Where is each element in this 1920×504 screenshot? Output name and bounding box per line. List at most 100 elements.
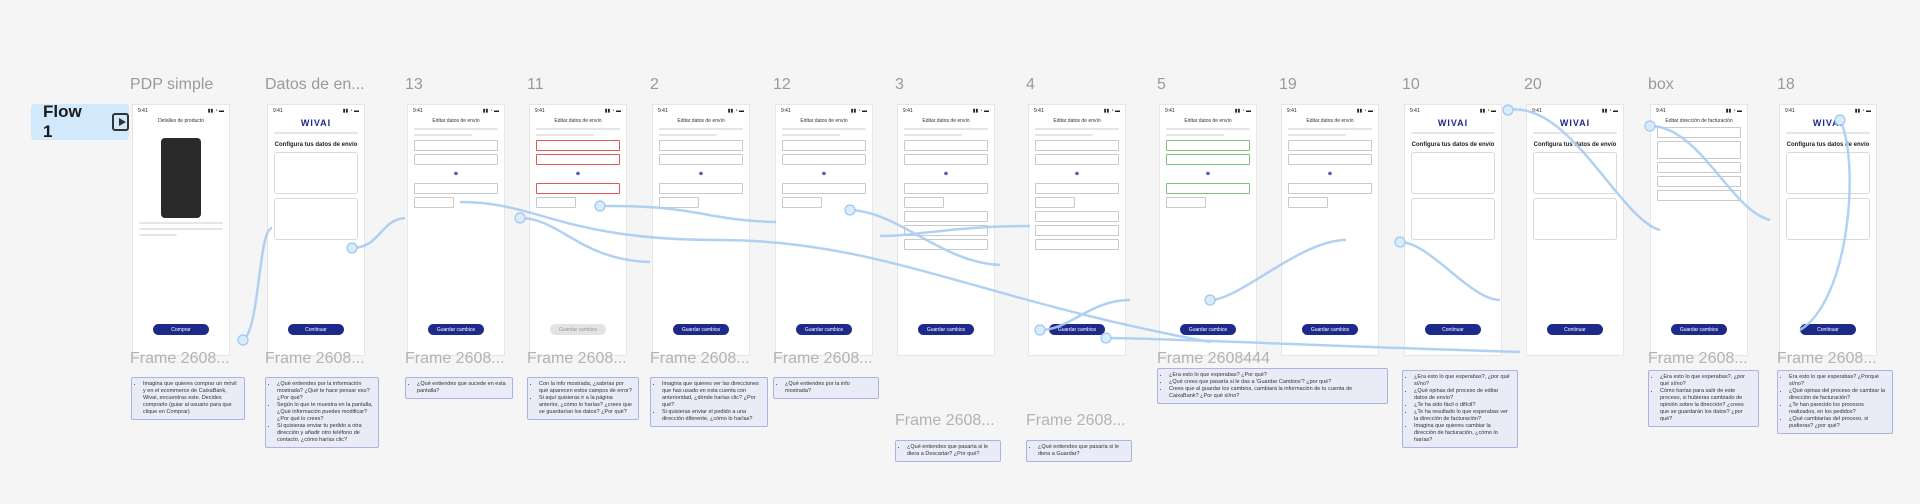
note-item: Imagina que quieres ver las direcciones … xyxy=(662,381,763,409)
shipping-card xyxy=(1411,152,1495,194)
research-note[interactable]: Era esto lo que esperabas? ¿Porqué sí/no… xyxy=(1777,370,1893,434)
frame-name-label: Frame 2608... xyxy=(895,412,995,429)
screen-title: Configura tus datos de envío xyxy=(1533,142,1617,148)
play-flow-icon[interactable] xyxy=(112,113,129,131)
frame-title[interactable]: 11 xyxy=(527,76,544,93)
primary-button[interactable]: Guardar cambios xyxy=(796,324,852,335)
primary-button[interactable]: Guardar cambios xyxy=(428,324,484,335)
frame-title[interactable]: 3 xyxy=(895,76,904,93)
frame-title[interactable]: 2 xyxy=(650,76,659,93)
connection-node xyxy=(514,212,526,224)
frame-title[interactable]: box xyxy=(1648,76,1674,93)
primary-button[interactable]: Guardar cambios xyxy=(673,324,729,335)
status-bar: 9:41▮▮ ◔ ▬ xyxy=(413,108,499,114)
phone-frame[interactable]: 9:41▮▮ ◔ ▬Editar datos de envío⊕Guardar … xyxy=(1159,104,1257,356)
screen-title: Editar datos de envío xyxy=(554,118,602,124)
note-item: ¿Qué entiendes por la info mostrada? xyxy=(785,381,874,395)
primary-button[interactable]: Continuar xyxy=(288,324,344,335)
frame-name-label: Frame 2608... xyxy=(773,350,873,367)
add-address-link[interactable]: ⊕ xyxy=(943,171,949,177)
research-note[interactable]: Imagina que quieres comprar un móvil y e… xyxy=(131,377,245,420)
add-address-link[interactable]: ⊕ xyxy=(698,171,704,177)
screen-title: Configura tus datos de envío xyxy=(1411,142,1495,148)
shipping-card xyxy=(274,152,358,194)
research-note[interactable]: ¿Qué entiendes por la info mostrada? xyxy=(773,377,879,399)
research-note[interactable]: ¿Qué entiendes que pasaría si le diera a… xyxy=(895,440,1001,462)
add-address-link[interactable]: ⊕ xyxy=(1205,171,1211,177)
flow-start-badge[interactable]: Flow 1 xyxy=(31,102,129,141)
frame-title[interactable]: 19 xyxy=(1279,76,1297,93)
phone-frame[interactable]: 9:41▮▮ ◔ ▬Editar datos de envío⊕Guardar … xyxy=(407,104,505,356)
research-note[interactable]: ¿Era esto lo que esperabas?, ¿por qué sí… xyxy=(1402,370,1518,448)
phone-frame[interactable]: 9:41▮▮ ◔ ▬Editar datos de envío⊕Guardar … xyxy=(897,104,995,356)
product-image xyxy=(161,138,201,218)
status-bar: 9:41▮▮ ◔ ▬ xyxy=(1410,108,1496,114)
research-note[interactable]: ¿Qué entiendes por la información mostra… xyxy=(265,377,379,448)
phone-frame[interactable]: 9:41▮▮ ◔ ▬Editar datos de envío⊕Guardar … xyxy=(529,104,627,356)
status-bar: 9:41▮▮ ◔ ▬ xyxy=(903,108,989,114)
primary-button[interactable]: Continuar xyxy=(1425,324,1481,335)
frame-title[interactable]: 13 xyxy=(405,76,423,93)
research-note[interactable]: ¿Era esto lo que esperabas?, ¿por qué sí… xyxy=(1648,370,1759,427)
note-item: Crees que al guardar los cambios, cambia… xyxy=(1169,386,1383,400)
research-note[interactable]: ¿Qué entiendes que pasaría si le diera a… xyxy=(1026,440,1132,462)
primary-button[interactable]: Continuar xyxy=(1800,324,1856,335)
research-note[interactable]: ¿Era esto lo que esperabas? ¿Por qué?¿Qu… xyxy=(1157,368,1388,404)
add-address-link[interactable]: ⊕ xyxy=(453,171,459,177)
phone-frame[interactable]: 9:41▮▮ ◔ ▬Editar datos de envío⊕Guardar … xyxy=(1028,104,1126,356)
primary-button[interactable]: Comprar xyxy=(153,324,209,335)
primary-button[interactable]: Guardar cambios xyxy=(918,324,974,335)
frame-title[interactable]: Datos de en... xyxy=(265,76,365,93)
primary-button[interactable]: Continuar xyxy=(1547,324,1603,335)
status-bar: 9:41▮▮ ◔ ▬ xyxy=(781,108,867,114)
note-item: Era esto lo que esperabas? ¿Porqué sí/no… xyxy=(1789,374,1888,388)
add-address-link[interactable]: ⊕ xyxy=(1074,171,1080,177)
flow-label: Flow 1 xyxy=(43,102,82,141)
connection-node xyxy=(1502,104,1514,116)
note-item: ¿Qué opinas del proceso de cambiar la di… xyxy=(1789,388,1888,402)
status-bar: 9:41▮▮ ◔ ▬ xyxy=(1785,108,1871,114)
frame-name-label: Frame 2608... xyxy=(650,350,750,367)
add-address-link[interactable]: ⊕ xyxy=(821,171,827,177)
screen-title: Editar datos de envío xyxy=(800,118,848,124)
status-bar: 9:41▮▮ ◔ ▬ xyxy=(138,108,224,114)
research-note[interactable]: Imagina que quieres ver las direcciones … xyxy=(650,377,768,427)
frame-title[interactable]: 4 xyxy=(1026,76,1035,93)
screen-title: Editar datos de envío xyxy=(1306,118,1354,124)
primary-button[interactable]: Guardar cambios xyxy=(550,324,606,335)
wivai-logo: WIVAI xyxy=(1437,118,1469,128)
add-address-link[interactable]: ⊕ xyxy=(575,171,581,177)
primary-button[interactable]: Guardar cambios xyxy=(1180,324,1236,335)
primary-button[interactable]: Guardar cambios xyxy=(1049,324,1105,335)
frame-title[interactable]: PDP simple xyxy=(130,76,214,93)
primary-button[interactable]: Guardar cambios xyxy=(1671,324,1727,335)
billing-card xyxy=(1411,198,1495,240)
phone-frame[interactable]: 9:41▮▮ ◔ ▬Editar datos de envío⊕Guardar … xyxy=(652,104,750,356)
frame-title[interactable]: 5 xyxy=(1157,76,1166,93)
frame-title[interactable]: 10 xyxy=(1402,76,1420,93)
frame-title[interactable]: 18 xyxy=(1777,76,1795,93)
frame-title[interactable]: 12 xyxy=(773,76,791,93)
phone-frame[interactable]: 9:41▮▮ ◔ ▬ WIVAI Configura tus datos de en… xyxy=(1404,104,1502,356)
add-address-link[interactable]: ⊕ xyxy=(1327,171,1333,177)
note-item: ¿Te ha resultado lo que esperabas ver la… xyxy=(1414,409,1513,423)
wivai-logo: WIVAI xyxy=(1559,118,1591,128)
phone-frame[interactable]: 9:41▮▮ ◔ ▬Editar datos de envío⊕Guardar … xyxy=(1281,104,1379,356)
note-item: Imagina que quieres comprar un móvil y e… xyxy=(143,381,240,416)
note-item: Si quisieras enviar el pedido a una dire… xyxy=(662,409,763,423)
status-bar: 9:41▮▮ ◔ ▬ xyxy=(1656,108,1742,114)
note-item: ¿Qué entiendes que sucede en esta pantal… xyxy=(417,381,508,395)
phone-frame[interactable]: 9:41▮▮ ◔ ▬ Editar datos de envío ⊕ Guardar … xyxy=(775,104,873,356)
research-note[interactable]: ¿Qué entiendes que sucede en esta pantal… xyxy=(405,377,513,399)
note-item: Si quisieras enviar tu pedido a otra dir… xyxy=(277,423,374,444)
frame-title[interactable]: 20 xyxy=(1524,76,1542,93)
note-item: ¿Qué entiendes que pasaría si le diera a… xyxy=(907,444,996,458)
research-note[interactable]: Con la info mostrada, ¿sabrías por qué a… xyxy=(527,377,639,420)
primary-button[interactable]: Guardar cambios xyxy=(1302,324,1358,335)
phone-frame[interactable]: 9:41▮▮ ◔ ▬Editar dirección de facturació… xyxy=(1650,104,1748,356)
